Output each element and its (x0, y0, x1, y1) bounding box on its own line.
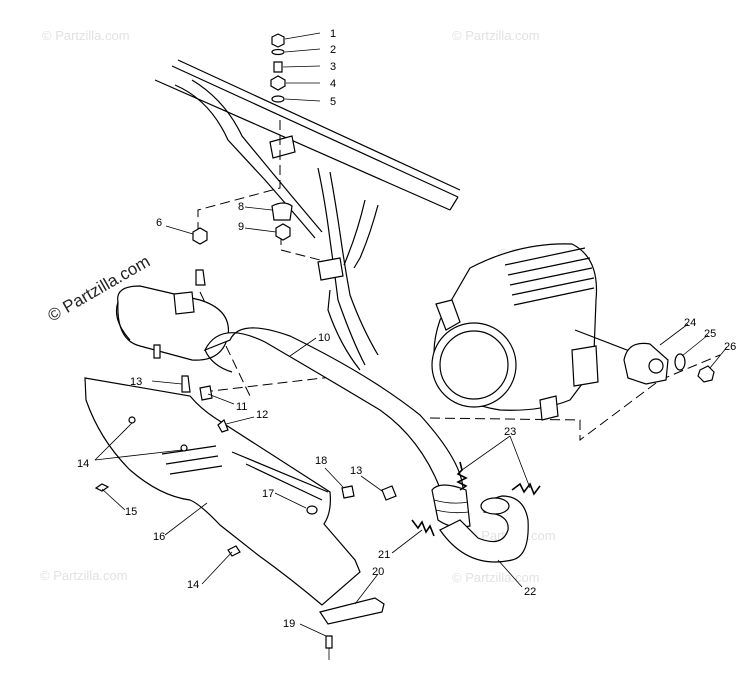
watermark-top-left: © Partzilla.com (42, 28, 130, 43)
callout-3: 3 (330, 61, 336, 73)
exhaust-pipe (203, 327, 529, 563)
callout-25: 25 (704, 328, 716, 340)
watermark-top-right: © Partzilla.com (452, 28, 540, 43)
muffler (115, 285, 230, 401)
leader-lines (94, 32, 728, 637)
callout-12: 12 (256, 409, 268, 421)
callout-15: 15 (125, 506, 137, 518)
heat-shield (84, 377, 361, 606)
callout-26: 26 (724, 341, 736, 353)
callout-13-pipe: 13 (350, 465, 362, 477)
hardware-stack (270, 33, 286, 103)
callout-labels: 1 2 3 4 5 6 8 9 10 11 12 13 13 14 14 15 … (77, 28, 736, 630)
callout-16: 16 (153, 531, 165, 543)
callout-5: 5 (330, 96, 336, 108)
engine (431, 243, 641, 421)
callout-14-shield: 14 (77, 458, 89, 470)
fasteners (94, 419, 397, 660)
callout-1: 1 (330, 28, 336, 40)
callout-13-muffler: 13 (130, 376, 142, 388)
frame (154, 59, 461, 371)
callout-19: 19 (283, 618, 295, 630)
callout-17: 17 (262, 488, 274, 500)
callout-6: 6 (156, 217, 162, 229)
callout-9: 9 (238, 221, 244, 233)
callout-23: 23 (504, 426, 516, 438)
callout-24: 24 (684, 317, 696, 329)
callout-21: 21 (378, 549, 390, 561)
watermark-bottom-left: © Partzilla.com (40, 568, 128, 583)
callout-2: 2 (330, 44, 336, 56)
watermark-bottom-center: © Partzilla.com (452, 570, 540, 585)
exhaust-flange (623, 342, 715, 385)
callout-22: 22 (524, 586, 536, 598)
callout-4: 4 (330, 78, 336, 90)
callout-11: 11 (236, 401, 247, 413)
callout-14-lower: 14 (187, 579, 199, 591)
callout-20: 20 (372, 566, 384, 578)
callout-8: 8 (238, 201, 244, 213)
mount-hardware (192, 202, 293, 286)
callout-10: 10 (318, 332, 330, 344)
callout-18: 18 (315, 455, 327, 467)
